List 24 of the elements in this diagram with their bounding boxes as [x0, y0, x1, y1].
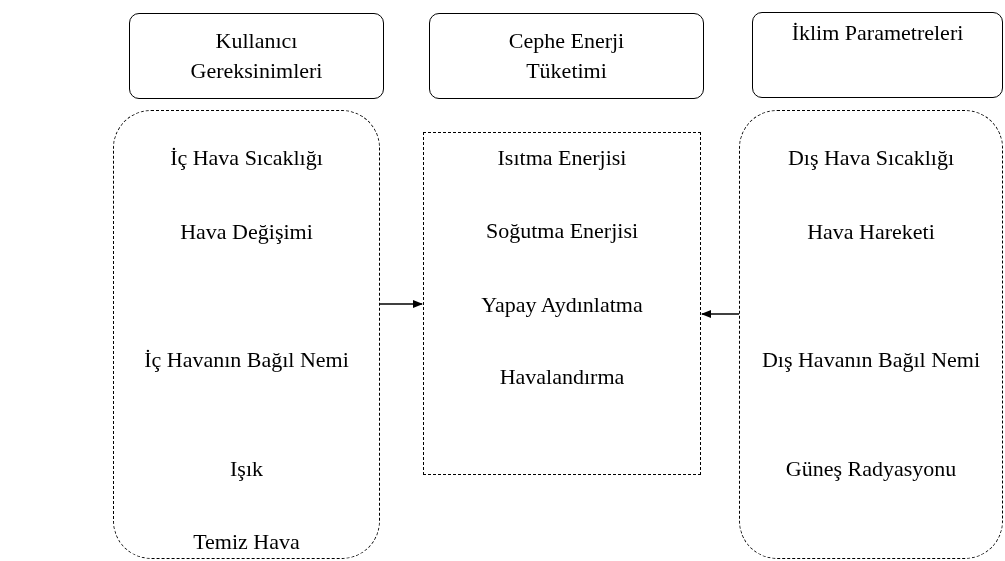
header-box [129, 13, 384, 99]
header-text: Cephe Enerji Tüketimi [507, 27, 626, 85]
header-box [752, 12, 1003, 98]
header-text: Kullanıcı Gereksinimleri [189, 27, 324, 85]
item-text: Isıtma Enerjisi [496, 143, 628, 172]
item-text: Temiz Hava [192, 527, 301, 556]
item-text: Yapay Aydınlatma [480, 290, 644, 319]
dashed-group-box [113, 110, 380, 559]
dashed-group-box [423, 132, 701, 475]
item-text: Hava Değişimi [179, 217, 314, 246]
item-text: Dış Hava Sıcaklığı [786, 143, 956, 172]
item-text: Dış Havanın Bağıl Nemi [760, 345, 982, 374]
header-box [429, 13, 704, 99]
item-text: Soğutma Enerjisi [484, 216, 640, 245]
header-text: İklim Parametreleri [790, 19, 965, 47]
item-text: İç Havanın Bağıl Nemi [143, 345, 350, 374]
item-text: Havalandırma [498, 362, 626, 391]
item-text: Güneş Radyasyonu [784, 454, 958, 483]
item-text: Işık [229, 454, 264, 483]
arrow [701, 310, 740, 318]
item-text: Hava Hareketi [806, 217, 936, 246]
dashed-group-box [739, 110, 1003, 559]
arrow [379, 300, 423, 308]
item-text: İç Hava Sıcaklığı [169, 143, 324, 172]
